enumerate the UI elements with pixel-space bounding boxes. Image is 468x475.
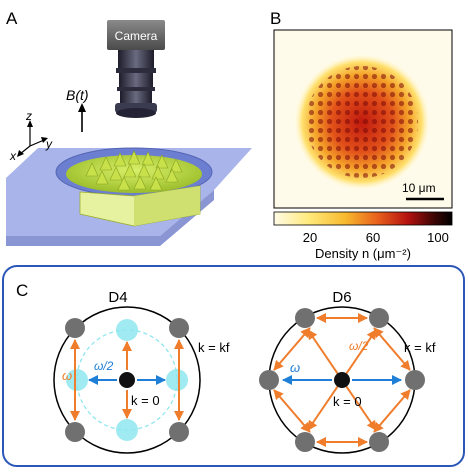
panel-c-letter: C xyxy=(16,281,28,300)
d6-omega-arrows xyxy=(273,313,411,447)
panel-a-letter: A xyxy=(6,9,18,28)
panel-b-letter: B xyxy=(270,9,281,28)
panel-a-illustration: A Camera B(t) xyxy=(6,9,252,246)
d6-omega-label: ω xyxy=(290,360,300,375)
field-label: B(t) xyxy=(66,87,89,103)
d4-k-edge-label: k = kf xyxy=(198,340,230,355)
colorbar-tick: 20 xyxy=(303,230,317,245)
d6-fermi-dot xyxy=(295,432,315,452)
panel-b-figure: B 10 μm 20 60 100 Density n (μm⁻²) xyxy=(270,9,453,261)
d4-diagram: D4 ω ω/2 k = 0 k = kf xyxy=(53,289,230,454)
d6-title: D6 xyxy=(332,289,351,306)
axis-y-label: y xyxy=(45,137,53,151)
d4-fermi-dot xyxy=(65,318,85,338)
d4-half-dot xyxy=(116,319,138,341)
d4-omega-label: ω xyxy=(62,368,72,383)
d6-fermi-dot xyxy=(405,370,425,390)
d6-center-dot xyxy=(334,372,350,388)
scale-bar-label: 10 μm xyxy=(402,181,436,195)
d6-k-edge-label: k = kf xyxy=(404,340,436,355)
d4-half-dot xyxy=(166,369,188,391)
fluid-peaks xyxy=(85,150,183,191)
axis-x-label: x xyxy=(9,149,17,163)
colorbar-tick: 100 xyxy=(427,230,449,245)
panel-c: C D4 ω ω/2 xyxy=(0,262,468,470)
colorbar: 20 60 100 Density n (μm⁻²) xyxy=(273,211,453,261)
d6-fermi-dot xyxy=(259,370,279,390)
axis-z-label: z xyxy=(25,109,32,123)
d4-k-center-label: k = 0 xyxy=(131,393,160,408)
d4-half-omega-label: ω/2 xyxy=(94,359,114,373)
d6-k-center-label: k = 0 xyxy=(333,394,362,409)
d4-title: D4 xyxy=(108,289,127,306)
d4-fermi-dot xyxy=(65,422,85,442)
d4-fermi-circle xyxy=(53,306,201,454)
colorbar-tick: 60 xyxy=(366,230,380,245)
camera-lens-upper xyxy=(118,50,154,68)
substrate xyxy=(6,147,252,246)
d6-fermi-dot xyxy=(369,308,389,328)
camera-label: Camera xyxy=(115,29,158,43)
colorbar-label: Density n (μm⁻²) xyxy=(315,246,411,261)
field-arrow xyxy=(78,103,86,132)
camera-body xyxy=(107,20,165,50)
d4-half-dot xyxy=(116,419,138,441)
axes xyxy=(17,120,48,157)
density-image: 10 μm xyxy=(273,29,453,209)
d6-diagram: D6 ω xyxy=(259,289,436,454)
camera: Camera xyxy=(107,20,165,118)
d6-half-omega-label: ω/2 xyxy=(349,339,369,353)
panel-b: B 10 μm 20 60 100 Density n (μm⁻²) xyxy=(262,0,468,262)
d4-fermi-dot xyxy=(169,318,189,338)
d6-fermi-dot xyxy=(369,432,389,452)
panel-c-diagram: C D4 ω ω/2 xyxy=(2,265,465,467)
d4-center-dot xyxy=(119,372,135,388)
panel-a: A Camera B(t) xyxy=(0,0,262,262)
d6-fermi-dot xyxy=(295,308,315,328)
d4-fermi-dot xyxy=(169,422,189,442)
